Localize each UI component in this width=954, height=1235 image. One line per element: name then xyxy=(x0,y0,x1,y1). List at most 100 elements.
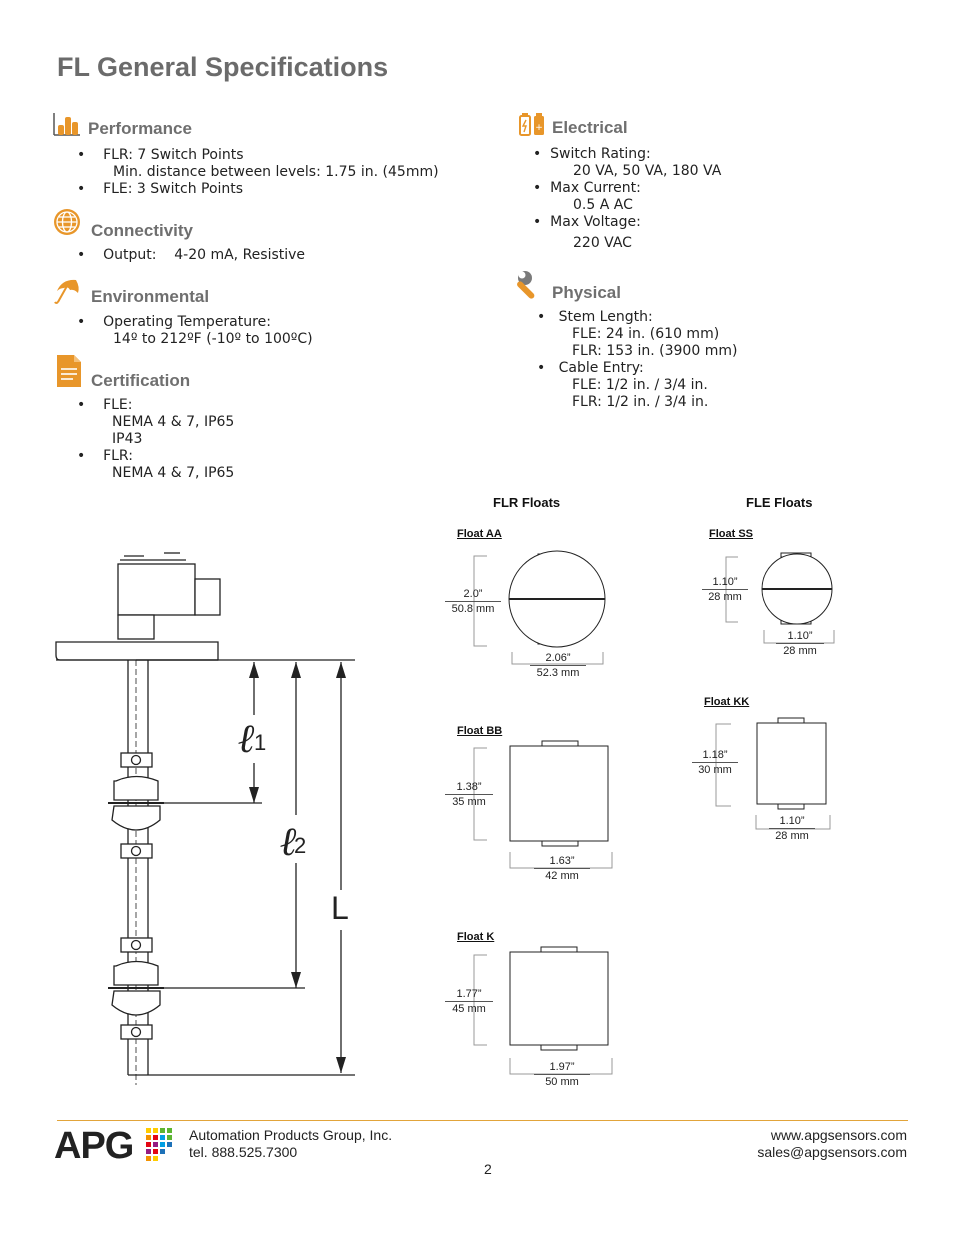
float-aa-width: 2.06” 52.3 mm xyxy=(530,651,586,680)
float-bb-height-in: 1.38” xyxy=(456,781,482,793)
email-link[interactable]: sales@apgsensors.com xyxy=(757,1144,907,1160)
electrical-subitem: 20 VA, 50 VA, 180 VA xyxy=(573,163,722,179)
svg-text:+: + xyxy=(535,123,543,133)
fle-floats-heading: FLE Floats xyxy=(746,495,813,510)
battery-icon: + xyxy=(519,113,544,136)
output-value: 4-20 mA, Resistive xyxy=(174,247,306,263)
float-k-height-in: 1.77” xyxy=(456,988,482,1000)
float-bb-width: 1.63” 42 mm xyxy=(534,854,590,883)
float-ss-label: Float SS xyxy=(709,528,754,540)
contact-info: www.apgsensors.com sales@apgsensors.com xyxy=(757,1127,907,1161)
float-ss-width-in: 1.10” xyxy=(787,630,813,642)
svg-text:ℓ: ℓ xyxy=(280,819,297,864)
float-k-drawing xyxy=(473,946,613,1075)
float-bb-width-mm: 42 mm xyxy=(534,868,590,883)
certification-subitem: NEMA 4 & 7, IP65 xyxy=(112,465,235,481)
performance-heading: Performance xyxy=(88,119,192,138)
output-label: Output: xyxy=(103,247,157,263)
float-aa-width-in: 2.06” xyxy=(545,652,571,664)
globe-icon xyxy=(54,209,80,235)
float-kk-width-in: 1.10” xyxy=(779,815,805,827)
physical-subitem: FLR: 1/2 in. / 3/4 in. xyxy=(572,394,709,410)
float-aa-drawing xyxy=(473,550,606,665)
page-number: 2 xyxy=(484,1161,492,1177)
performance-item: FLE: 3 Switch Points xyxy=(103,181,244,197)
bar-chart-icon xyxy=(53,113,80,136)
float-kk-width-mm: 28 mm xyxy=(769,828,815,843)
certification-item: FLE: xyxy=(103,397,133,413)
l2-subscript: 2 xyxy=(294,833,307,858)
float-kk-height-in: 1.18” xyxy=(702,749,728,761)
float-k-width-in: 1.97” xyxy=(549,1061,575,1073)
float-kk-drawing xyxy=(715,717,831,830)
performance-item: FLR: 7 Switch Points xyxy=(103,147,244,163)
physical-item: Stem Length: xyxy=(558,309,653,325)
certification-list: • FLE: NEMA 4 & 7, IP65 IP43 • FLR: NEMA… xyxy=(77,397,235,481)
physical-heading: Physical xyxy=(552,283,621,302)
float-bb-height: 1.38” 35 mm xyxy=(445,780,493,809)
float-aa-height: 2.0” 50.8 mm xyxy=(445,587,501,616)
environmental-list: • Operating Temperature: 14º to 212ºF (-… xyxy=(77,314,313,347)
electrical-heading: Electrical xyxy=(552,118,628,137)
performance-subitem: Min. distance between levels: 1.75 in. (… xyxy=(113,164,439,180)
float-aa-height-in: 2.0” xyxy=(463,588,483,600)
electrical-item: Max Current: xyxy=(550,180,641,196)
certification-item: FLR: xyxy=(103,448,133,464)
wrench-icon xyxy=(517,271,535,299)
electrical-subitem: 220 VAC xyxy=(573,235,632,251)
flr-floats-heading: FLR Floats xyxy=(493,495,561,510)
physical-subitem: FLE: 24 in. (610 mm) xyxy=(572,326,720,342)
document-icon xyxy=(57,355,81,387)
float-ss-height-mm: 28 mm xyxy=(702,589,748,604)
float-k-width-mm: 50 mm xyxy=(534,1074,590,1089)
environmental-heading: Environmental xyxy=(91,287,210,306)
website-link[interactable]: www.apgsensors.com xyxy=(770,1127,907,1143)
apg-logo: APG xyxy=(54,1125,134,1167)
page-title: FL General Specifications xyxy=(57,52,389,82)
physical-item: Cable Entry: xyxy=(558,360,644,376)
float-k-height-mm: 45 mm xyxy=(445,1001,493,1016)
certification-heading: Certification xyxy=(91,371,191,390)
performance-list: • FLR: 7 Switch Points Min. distance bet… xyxy=(77,147,439,197)
float-aa-height-mm: 50.8 mm xyxy=(445,601,501,616)
float-ss-width-mm: 28 mm xyxy=(776,643,824,658)
connectivity-list: • Output: 4-20 mA, Resistive xyxy=(77,247,306,263)
float-aa-label: Float AA xyxy=(457,528,502,540)
float-k-width: 1.97” 50 mm xyxy=(534,1060,590,1089)
float-bb-height-mm: 35 mm xyxy=(445,794,493,809)
float-k-height: 1.77” 45 mm xyxy=(445,987,493,1016)
company-info: Automation Products Group, Inc. tel. 888… xyxy=(189,1127,392,1161)
physical-subitem: FLE: 1/2 in. / 3/4 in. xyxy=(572,377,708,393)
electrical-item: Max Voltage: xyxy=(550,214,641,230)
float-aa-width-mm: 52.3 mm xyxy=(530,665,586,680)
physical-list: • Stem Length: FLE: 24 in. (610 mm) FLR:… xyxy=(537,309,738,410)
environmental-item: Operating Temperature: xyxy=(103,314,271,330)
float-bb-width-in: 1.63” xyxy=(549,855,575,867)
apg-logo-mark xyxy=(146,1128,172,1161)
footer-divider xyxy=(57,1120,908,1121)
electrical-item: Switch Rating: xyxy=(550,146,651,162)
float-kk-height: 1.18” 30 mm xyxy=(692,748,738,777)
float-kk-height-mm: 30 mm xyxy=(692,762,738,777)
float-k-label: Float K xyxy=(457,931,495,943)
svg-text:ℓ: ℓ xyxy=(238,716,255,761)
level-switch-diagram: ℓ ℓ xyxy=(55,552,357,1085)
connectivity-heading: Connectivity xyxy=(91,221,194,240)
float-kk-label: Float KK xyxy=(704,696,750,708)
float-ss-height-in: 1.10” xyxy=(712,576,738,588)
electrical-list: • Switch Rating: 20 VA, 50 VA, 180 VA • … xyxy=(533,146,722,251)
float-bb-drawing xyxy=(473,740,613,869)
certification-subitem: IP43 xyxy=(112,431,143,447)
float-ss-height: 1.10” 28 mm xyxy=(702,575,748,604)
physical-subitem: FLR: 153 in. (3900 mm) xyxy=(572,343,738,359)
company-phone: tel. 888.525.7300 xyxy=(189,1144,298,1160)
certification-subitem: NEMA 4 & 7, IP65 xyxy=(112,414,235,430)
float-ss-width: 1.10” 28 mm xyxy=(776,629,824,658)
environmental-subitem: 14º to 212ºF (-10º to 100ºC) xyxy=(113,331,313,347)
float-bb-label: Float BB xyxy=(457,725,503,737)
length-label: L xyxy=(331,890,349,926)
electrical-subitem: 0.5 A AC xyxy=(573,197,633,213)
float-kk-width: 1.10” 28 mm xyxy=(769,814,815,843)
l1-subscript: 1 xyxy=(254,730,267,755)
float-ss-drawing xyxy=(725,552,835,644)
